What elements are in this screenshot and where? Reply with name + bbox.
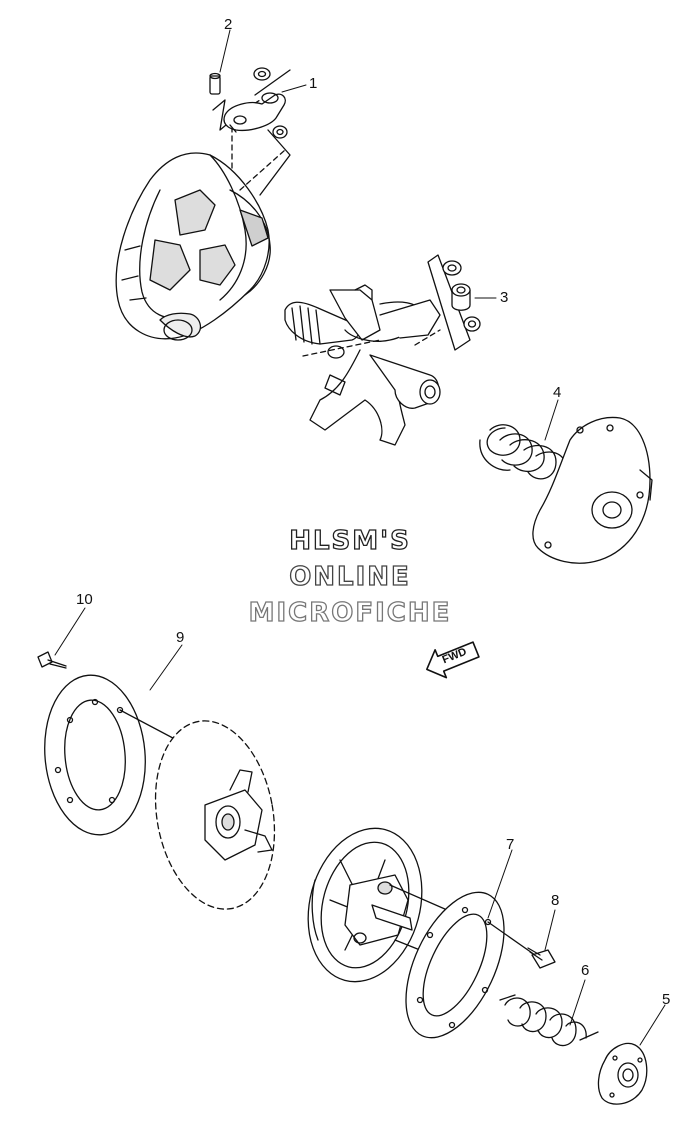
primary-sheave-housing: [116, 153, 270, 340]
leader-spider-dashed: [303, 330, 440, 356]
part-9-ring-disc: [38, 671, 152, 839]
callout-8: 8: [551, 892, 560, 909]
washers-upper: [254, 68, 287, 138]
part-3-bushings: [428, 255, 480, 350]
part-4-spring: [480, 425, 566, 479]
part-2-pin: [210, 74, 220, 95]
fixed-sheave: [141, 711, 288, 918]
part-1-weight-arm: [224, 93, 285, 132]
watermark-line-3: MICROFICHE: [248, 597, 452, 628]
part-8-bolt: [528, 948, 555, 968]
callout-leaders: [55, 30, 665, 1045]
clutch-cover: [533, 417, 652, 563]
callout-9: 9: [176, 629, 185, 646]
part-6-spring: [500, 995, 598, 1046]
callout-2: 2: [224, 16, 233, 33]
spider-assembly: [285, 285, 440, 445]
callout-7: 7: [506, 836, 515, 853]
watermark-line-1: HLSM'S: [289, 525, 411, 556]
part-5-small-cover: [598, 1043, 646, 1104]
fwd-direction-arrow: [421, 636, 481, 684]
callout-1: 1: [309, 75, 318, 92]
movable-sheave: [292, 815, 439, 994]
callout-10: 10: [76, 591, 93, 608]
callout-5: 5: [662, 991, 671, 1008]
callout-4: 4: [553, 384, 562, 401]
callout-3: 3: [500, 289, 509, 306]
callout-6: 6: [581, 962, 590, 979]
part-7-ring-disc: [386, 877, 524, 1052]
watermark-line-2: ONLINE: [289, 561, 411, 592]
leader-disc7-to-bolt8: [488, 922, 535, 955]
part-10-bolt: [38, 652, 66, 668]
